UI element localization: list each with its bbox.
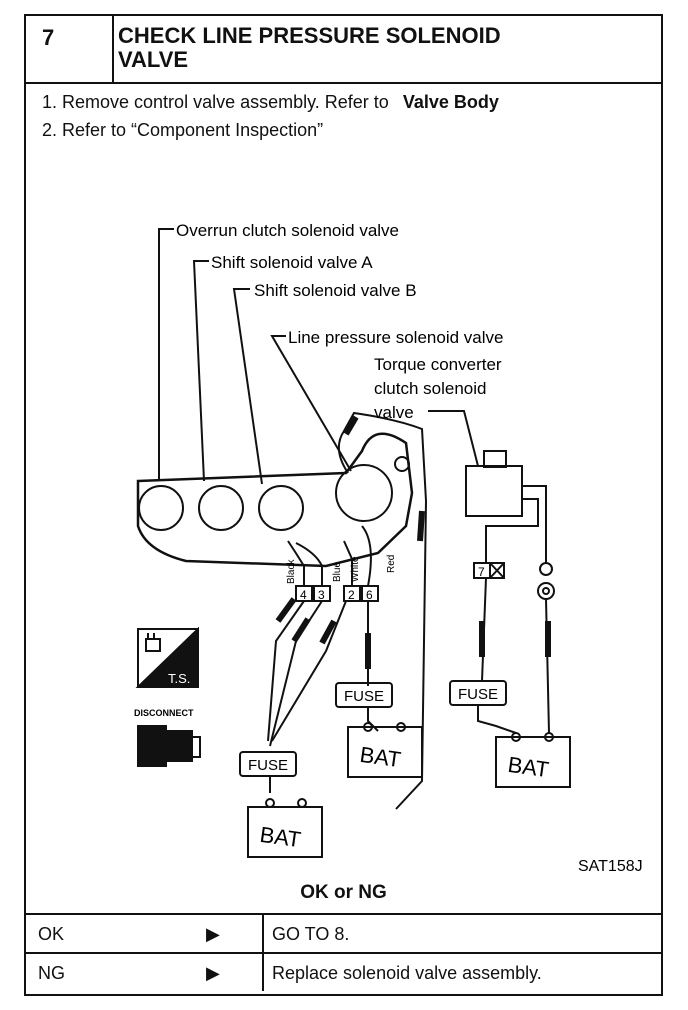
arrow-right-icon: ▶ [206, 963, 220, 983]
label-shift-solenoid-b: Shift solenoid valve B [254, 281, 417, 300]
result-ng-action: Replace solenoid valve assembly. [272, 963, 542, 983]
step-title-line-2: VALVE [118, 47, 189, 72]
battery-label-1: BAT [358, 742, 402, 772]
label-line-pressure-solenoid: Line pressure solenoid valve [288, 328, 503, 347]
ok-ng-title: OK or NG [300, 882, 387, 903]
arrow-right-icon: ▶ [206, 924, 220, 944]
terminal-2: 2 [348, 588, 355, 602]
result-ok-action-link[interactable]: GO TO 8. [272, 924, 350, 944]
wire-label-black: Black [286, 559, 297, 584]
result-row-ng: NG ▶ Replace solenoid valve assembly. [26, 952, 661, 991]
instruction-1-text: 1. Remove control valve assembly. Refer … [42, 92, 389, 112]
wire-label-red: Red [386, 555, 397, 573]
label-overrun-clutch-solenoid: Overrun clutch solenoid valve [176, 221, 399, 240]
fuse-label-2: FUSE [248, 757, 288, 774]
result-row-ok: OK ▶ GO TO 8. [26, 913, 661, 952]
wire-label-white: White [350, 556, 361, 582]
step-title: CHECK LINE PRESSURE SOLENOID VALVE [118, 24, 638, 72]
fuse-label-1: FUSE [344, 688, 384, 705]
result-ok-label: OK [38, 924, 65, 944]
row-divider [262, 954, 264, 991]
instruction-1: 1. Remove control valve assembly. Refer … [42, 92, 499, 113]
solenoid-wiring-diagram: Overrun clutch solenoid valve Shift sole… [134, 221, 643, 875]
battery-label-3: BAT [506, 752, 550, 782]
fuse-label-3: FUSE [458, 686, 498, 703]
step-header: 7 CHECK LINE PRESSURE SOLENOID VALVE [26, 16, 661, 84]
instruction-2: 2. Refer to “Component Inspection” [42, 120, 324, 140]
terminal-6: 6 [366, 588, 373, 602]
disconnect-label: DISCONNECT [134, 708, 194, 718]
result-ng-label: NG [38, 963, 65, 983]
label-tcc-solenoid-line-2: clutch solenoid [374, 379, 486, 398]
label-shift-solenoid-a: Shift solenoid valve A [211, 253, 373, 272]
valve-body-reference-link[interactable]: Valve Body [402, 92, 499, 112]
label-tcc-solenoid-line-3: valve [374, 403, 414, 422]
ts-badge-label: T.S. [168, 671, 190, 686]
wire-label-blue: Blue [332, 562, 343, 582]
step-title-line-1: CHECK LINE PRESSURE SOLENOID [118, 23, 501, 48]
step-number: 7 [26, 16, 114, 82]
terminal-3: 3 [318, 588, 325, 602]
row-divider [262, 915, 264, 952]
figure-code: SAT158J [578, 858, 643, 875]
inspection-step-frame: 7 CHECK LINE PRESSURE SOLENOID VALVE 1. … [24, 14, 663, 996]
label-tcc-solenoid-line-1: Torque converter [374, 355, 502, 374]
terminal-4: 4 [300, 588, 307, 602]
terminal-7: 7 [478, 565, 485, 579]
battery-label-2: BAT [258, 822, 302, 852]
